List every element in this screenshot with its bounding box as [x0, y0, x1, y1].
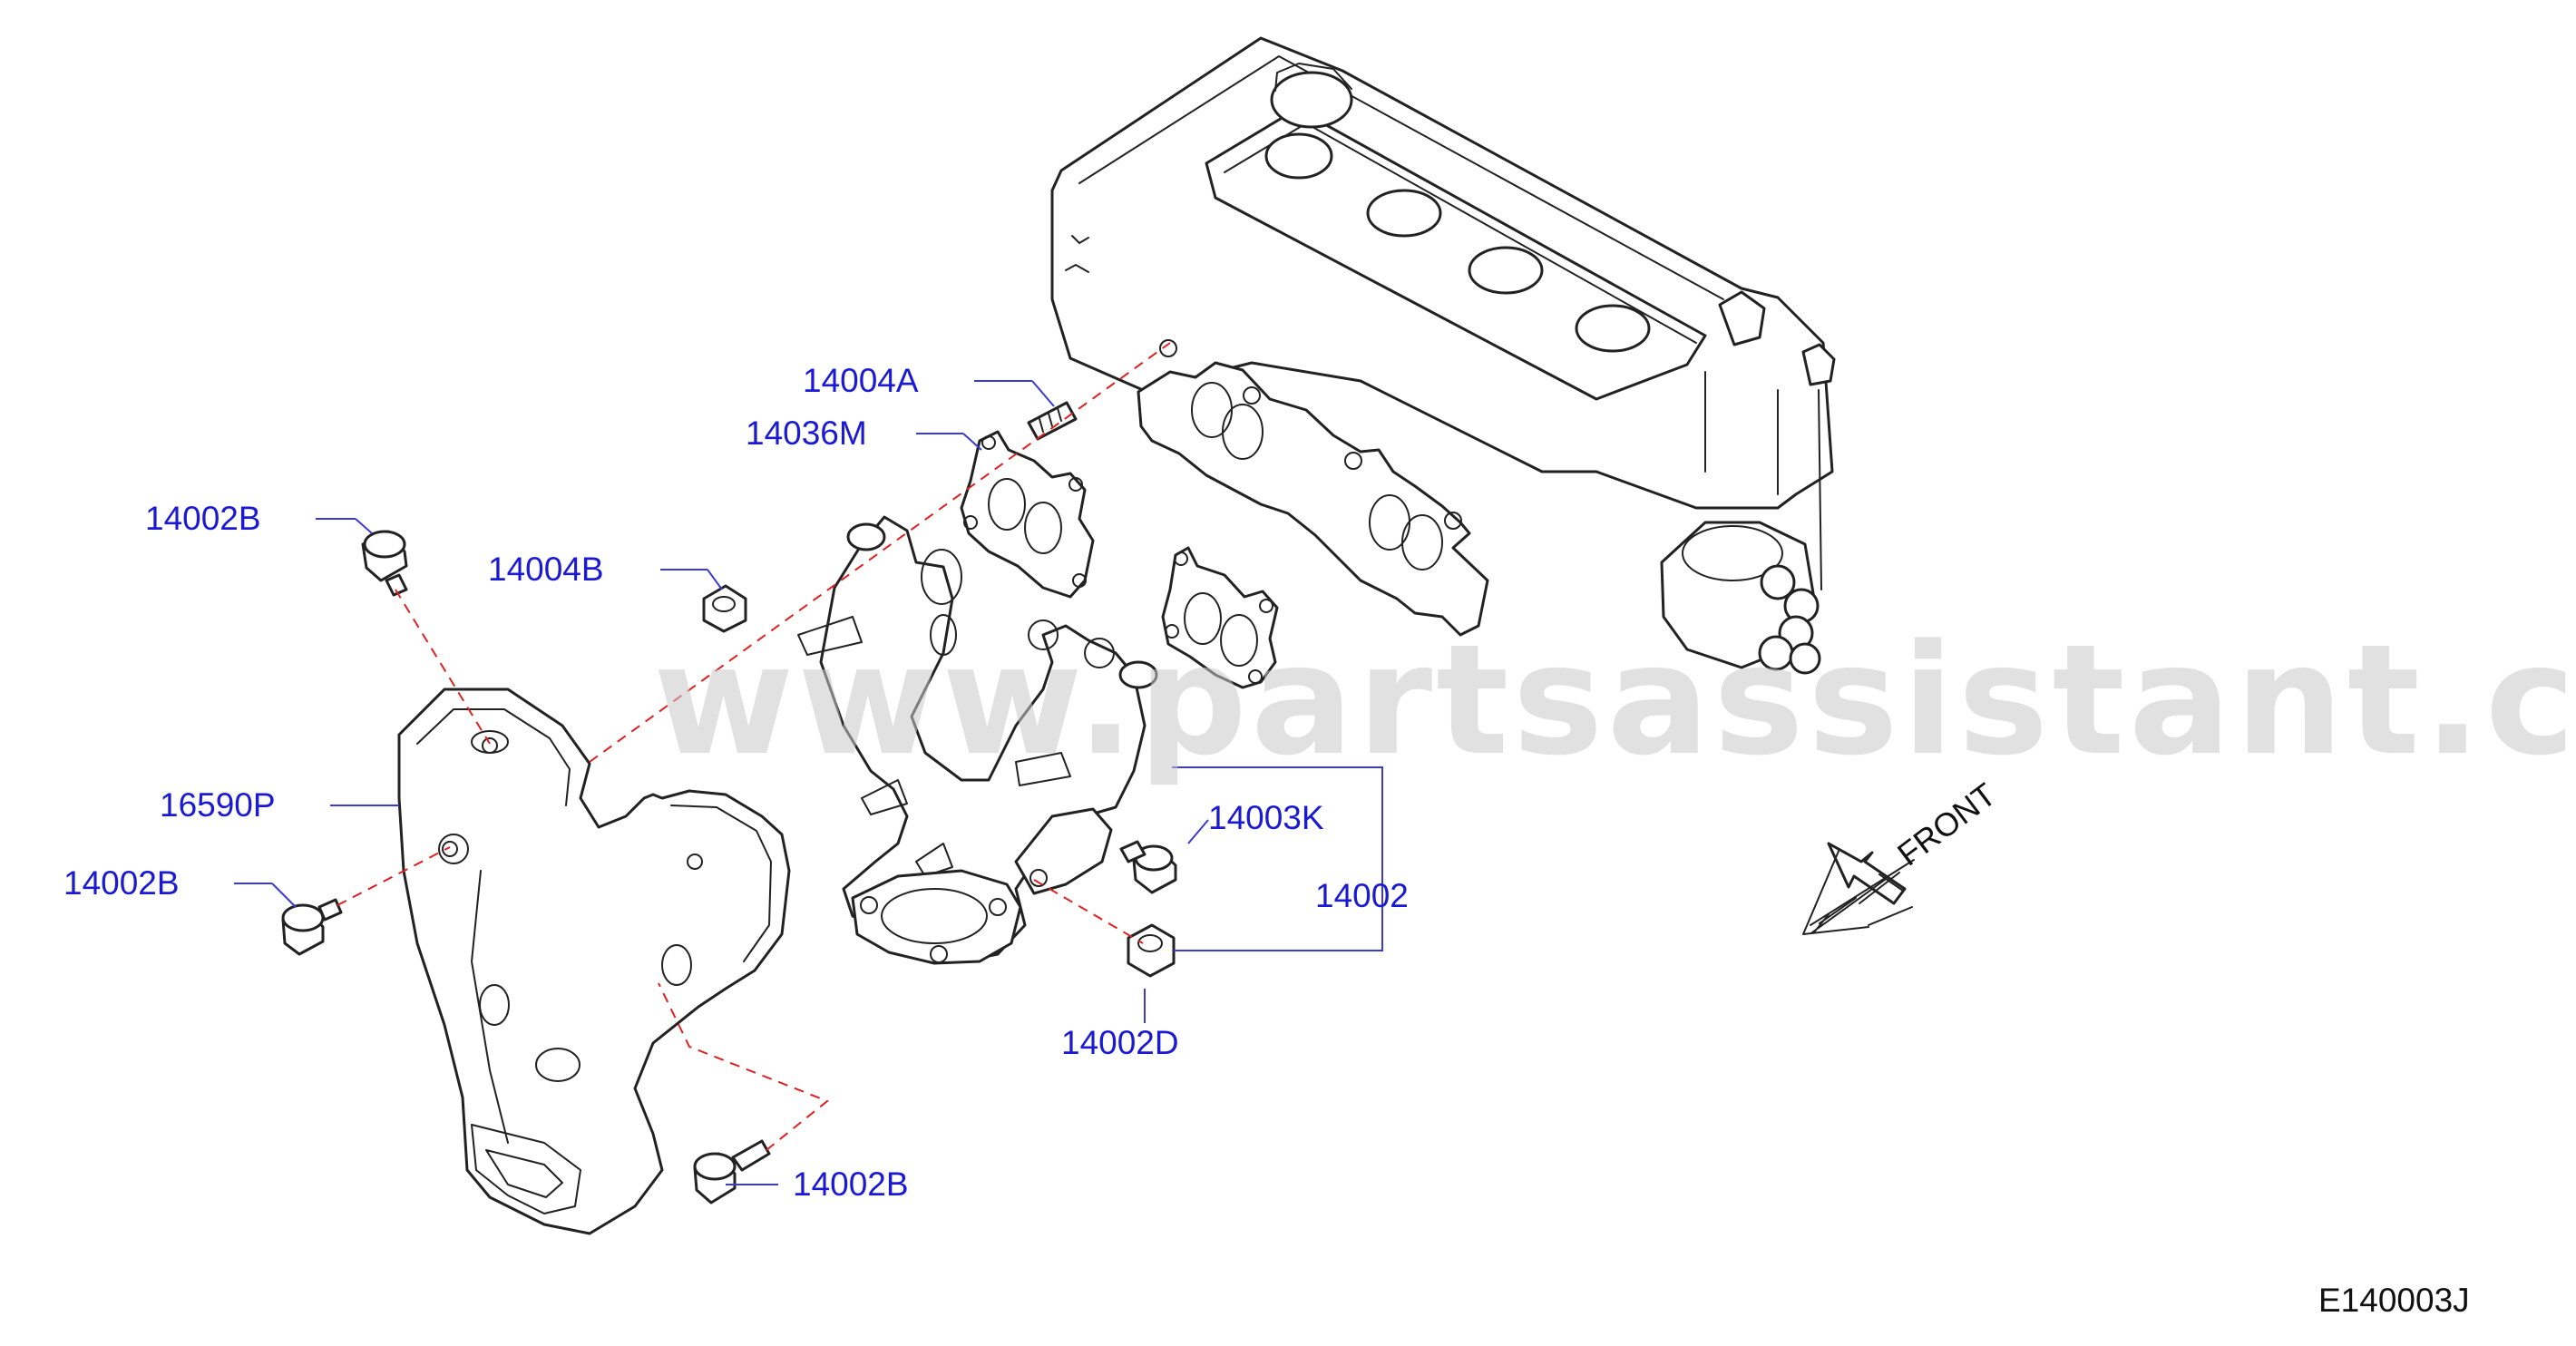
leader-lines	[234, 380, 1383, 1185]
bolt-top-left	[361, 530, 408, 597]
stud	[1027, 401, 1078, 441]
heat-insulator	[397, 688, 791, 1235]
label-14002b-bottom[interactable]: 14002B	[793, 1166, 909, 1203]
front-label: FRONT	[1890, 775, 2003, 873]
exhaust-manifold	[797, 515, 1158, 965]
bolt-14003k	[1119, 840, 1177, 894]
label-14002[interactable]: 14002	[1315, 877, 1409, 914]
label-14003k[interactable]: 14003K	[1208, 799, 1324, 836]
label-14002b-top[interactable]: 14002B	[145, 500, 261, 537]
label-14002b-left[interactable]: 14002B	[63, 864, 180, 902]
nut-14002d	[1127, 923, 1176, 978]
gasket-upper	[960, 430, 1095, 599]
front-arrow-icon	[1802, 842, 1915, 935]
label-14004a[interactable]: 14004A	[803, 362, 919, 399]
gasket-lower	[1161, 546, 1279, 689]
assembly-lines	[337, 342, 1171, 1151]
bolt-left	[281, 898, 343, 956]
bolt-bottom	[693, 1139, 771, 1205]
label-14036m[interactable]: 14036M	[746, 415, 867, 452]
cylinder-head-illustration	[1050, 36, 1836, 675]
diagram-code: E140003J	[2318, 1282, 2470, 1319]
nut-14004b	[702, 584, 747, 633]
label-16590p[interactable]: 16590P	[160, 786, 276, 824]
label-14004b[interactable]: 14004B	[488, 551, 604, 588]
watermark: www.partsassistant.com	[653, 611, 2576, 789]
label-14002d[interactable]: 14002D	[1061, 1024, 1179, 1061]
